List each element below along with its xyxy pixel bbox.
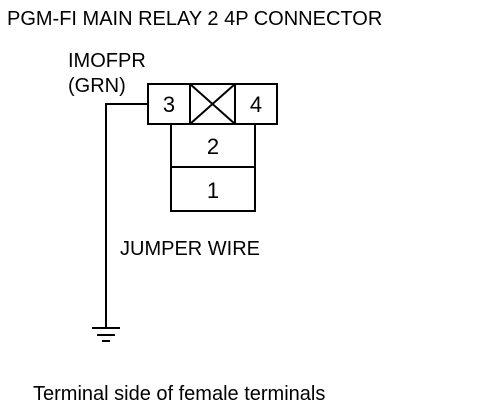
terminal-4-number: 4 bbox=[250, 92, 262, 117]
terminal-2-number: 2 bbox=[207, 134, 219, 159]
diagram-title: PGM-FI MAIN RELAY 2 4P CONNECTOR bbox=[7, 8, 382, 30]
view-caption: Terminal side of female terminals bbox=[33, 383, 325, 405]
connector-body: 3 4 2 1 bbox=[147, 83, 278, 212]
terminal-1-cavity bbox=[170, 166, 256, 212]
terminal-2-cavity bbox=[170, 123, 256, 168]
terminal-4-cavity bbox=[234, 83, 278, 125]
wire-color-label: (GRN) bbox=[68, 75, 126, 97]
jumper-wire bbox=[105, 103, 148, 328]
terminal-3-number: 3 bbox=[163, 92, 175, 117]
ground-icon bbox=[92, 327, 120, 342]
terminal-1-number: 1 bbox=[207, 178, 219, 203]
jumper-wire-label: JUMPER WIRE bbox=[120, 238, 260, 260]
wire-signal-label: IMOFPR bbox=[68, 50, 146, 72]
x-box-icon bbox=[189, 83, 236, 125]
